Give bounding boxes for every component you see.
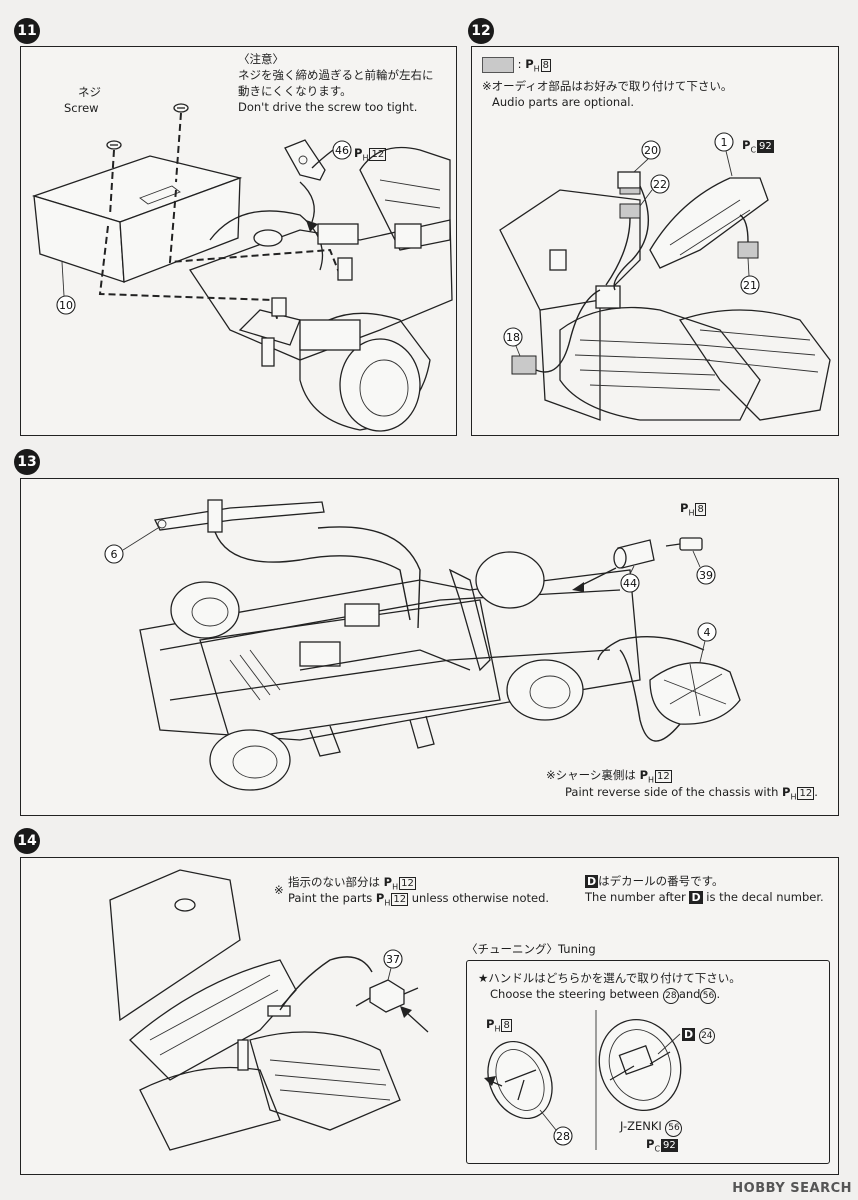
svg-text:44: 44 [623, 577, 637, 590]
step-number-14: 14 [14, 828, 40, 854]
part-37-unit [355, 979, 419, 1013]
dashboard-illustration [109, 869, 401, 1151]
callout-37: 37 [383, 949, 403, 981]
screw-label-jp: ネジ [78, 85, 101, 99]
svg-text:20: 20 [644, 144, 658, 157]
callout-28: 28 [539, 1109, 573, 1146]
callout-46: 46 [332, 140, 352, 160]
screw-right-icon [173, 103, 189, 113]
screw-label-en: Screw [64, 101, 99, 115]
tuning-note-jp: ★ハンドルはどちらかを選んで取り付けて下さい。 [478, 971, 741, 985]
step-number-11: 11 [14, 18, 40, 44]
caution-jp-line2: 動きにくくなります。 [238, 84, 352, 98]
callout-4: 4 [697, 622, 717, 663]
svg-text:21: 21 [743, 279, 757, 292]
callout-21: 21 [740, 257, 760, 295]
part-44-cylinder [613, 539, 655, 569]
caution-en: Don't drive the screw too tight. [238, 100, 418, 114]
svg-text:4: 4 [704, 626, 711, 639]
steer-b-decal: D 24 [682, 1026, 715, 1044]
chassis-front-illustration [189, 146, 453, 432]
svg-text:18: 18 [506, 331, 520, 344]
watermark-logo: HOBBY SEARCH [732, 1181, 852, 1196]
steer-b-label: J-ZENKI 56 [620, 1118, 683, 1137]
steering-wheel-56-illustration [598, 1019, 682, 1111]
svg-text:1: 1 [721, 136, 728, 149]
svg-text:37: 37 [386, 953, 400, 966]
tuning-title: 〈チューニング〉Tuning [466, 942, 596, 956]
svg-text:28: 28 [556, 1130, 570, 1143]
callout-10: 10 [56, 261, 76, 315]
svg-text:46: 46 [335, 144, 349, 157]
chassis-note-en: Paint reverse side of the chassis with P… [565, 785, 818, 802]
screw-left-icon [106, 140, 122, 150]
part-10-tray [31, 155, 243, 283]
part-39-cap [665, 537, 703, 551]
part-4-wheel-disc [649, 662, 741, 725]
part-6-steering-shaft [154, 499, 325, 533]
decal-note-en: The number after D is the decal number. [585, 890, 824, 904]
step-number-13: 13 [14, 449, 40, 475]
callout-18: 18 [503, 327, 523, 357]
panel-step-13 [20, 478, 839, 816]
audio-note-jp: ※オーディオ部品はお好みで取り付けて下さい。 [482, 79, 733, 93]
callout-6: 6 [104, 527, 159, 564]
callout-1: 1 [714, 132, 734, 177]
callout-39: 39 [692, 550, 716, 585]
callout-20: 20 [633, 140, 661, 173]
audio-note-en: Audio parts are optional. [492, 95, 635, 109]
svg-text:6: 6 [111, 548, 118, 561]
part-46-bracket [284, 139, 326, 181]
steering-wheel-28-illustration [484, 1040, 553, 1120]
svg-text:39: 39 [699, 569, 713, 582]
svg-text:22: 22 [653, 178, 667, 191]
interior-illustration [499, 177, 831, 421]
caution-title: 〈注意〉 [238, 52, 284, 66]
svg-text:10: 10 [59, 299, 73, 312]
callout-44: 44 [620, 565, 640, 593]
color-swatch [482, 56, 514, 73]
part-18-unit [511, 355, 537, 375]
caution-jp-line1: ネジを強く締め過ぎると前輪が左右に [238, 68, 434, 82]
chassis-underside-illustration [139, 551, 641, 791]
callout-22: 22 [639, 174, 670, 207]
part-20-speaker [617, 171, 641, 195]
step-number-12: 12 [468, 18, 494, 44]
paint-note-mark: ※ [274, 883, 284, 897]
